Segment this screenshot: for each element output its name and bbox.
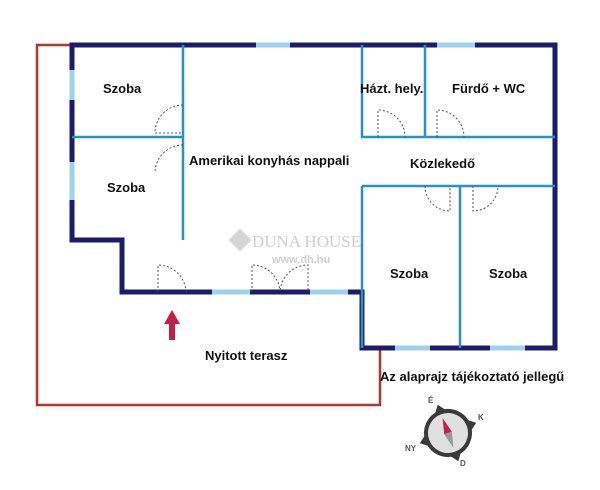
svg-text:DUNA HOUSE: DUNA HOUSE bbox=[252, 232, 361, 251]
watermark: DUNA HOUSE www.dh.hu bbox=[228, 228, 361, 266]
inner-walls bbox=[72, 45, 555, 348]
svg-text:www.dh.hu: www.dh.hu bbox=[271, 254, 330, 266]
entrance-arrow-icon bbox=[164, 310, 180, 340]
room-label: Szoba bbox=[107, 180, 146, 195]
compass-south: D bbox=[460, 459, 466, 468]
compass-west: NY bbox=[405, 444, 417, 453]
compass-icon bbox=[419, 404, 477, 462]
room-label: Szoba bbox=[103, 81, 142, 96]
compass-north: É bbox=[428, 396, 434, 405]
room-label: Házt. hely. bbox=[360, 81, 423, 96]
windows bbox=[69, 42, 525, 351]
room-label: Szoba bbox=[489, 266, 528, 281]
room-label: Nyitott terasz bbox=[205, 348, 288, 363]
room-label: Közlekedő bbox=[410, 156, 475, 171]
room-label: Fürdő + WC bbox=[452, 81, 526, 96]
terrace-outline bbox=[35, 43, 382, 407]
disclaimer-note: Az alaprajz tájékoztató jellegű bbox=[380, 369, 564, 384]
room-label: Szoba bbox=[390, 266, 429, 281]
doors bbox=[154, 104, 499, 294]
compass-east: K bbox=[478, 413, 484, 422]
room-label: Amerikai konyhás nappali bbox=[189, 153, 349, 168]
